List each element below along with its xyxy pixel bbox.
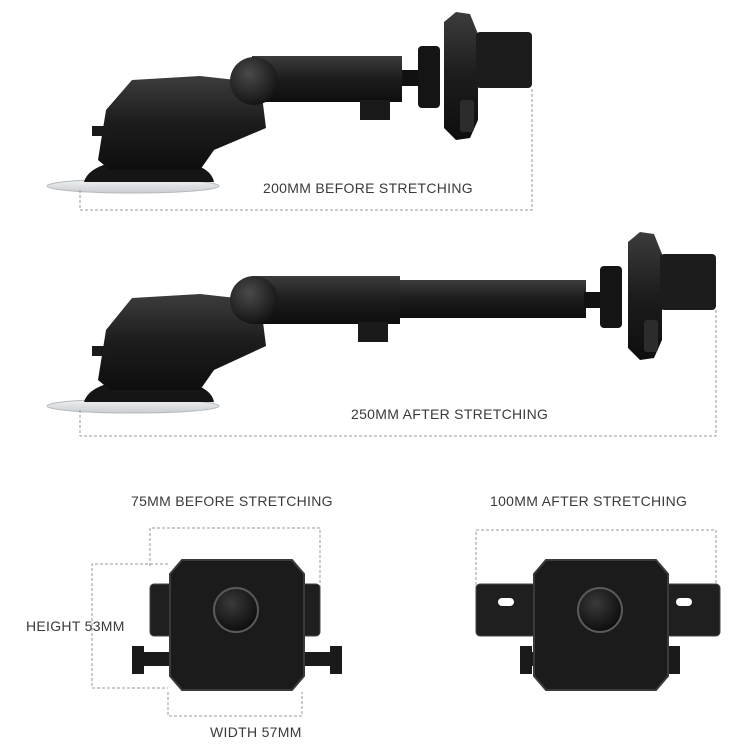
arm-neck — [584, 292, 604, 308]
holder-front-after — [475, 529, 721, 691]
holder-clamp — [476, 32, 532, 88]
joint-knob — [230, 276, 278, 324]
telescopic-arm-inner — [396, 280, 586, 318]
holder-front-before — [91, 527, 342, 717]
holder-release-tab — [644, 320, 658, 352]
base-block — [98, 294, 266, 390]
measure-line-200 — [79, 88, 533, 211]
right-arm-slot — [676, 598, 692, 606]
width-75-measure — [149, 527, 321, 590]
right-hook — [330, 646, 342, 674]
base-latch — [92, 126, 108, 136]
after-width-label: 100MM AFTER STRETCHING — [490, 493, 688, 509]
width-label: WIDTH 57MM — [210, 724, 302, 740]
height-label: HEIGHT 53MM — [26, 618, 125, 634]
arm-screw — [358, 322, 388, 342]
mount-before-stretching — [46, 12, 533, 211]
release-button — [577, 587, 623, 633]
left-side-arm — [475, 583, 537, 637]
holder-clamp — [660, 254, 716, 310]
before-width-label: 75MM BEFORE STRETCHING — [131, 493, 333, 509]
base-latch — [92, 346, 108, 356]
left-hook — [132, 646, 144, 674]
release-button — [213, 587, 259, 633]
measure-line-250 — [79, 310, 717, 437]
holder-release-tab — [460, 100, 474, 132]
base-block — [98, 76, 266, 170]
after-length-label: 250MM AFTER STRETCHING — [351, 406, 549, 422]
right-hook — [668, 646, 680, 674]
gear-ring — [600, 266, 622, 328]
mount-after-stretching — [46, 232, 717, 437]
before-length-label: 200MM BEFORE STRETCHING — [263, 180, 473, 196]
width-57-measure — [167, 692, 303, 717]
gear-ring — [418, 46, 440, 108]
height-measure — [91, 563, 168, 689]
left-arm-slot — [498, 598, 514, 606]
joint-knob — [230, 57, 278, 105]
arm-neck — [402, 70, 422, 86]
arm-screw — [360, 100, 390, 120]
width-100-measure — [475, 529, 717, 590]
left-hook — [520, 646, 532, 674]
